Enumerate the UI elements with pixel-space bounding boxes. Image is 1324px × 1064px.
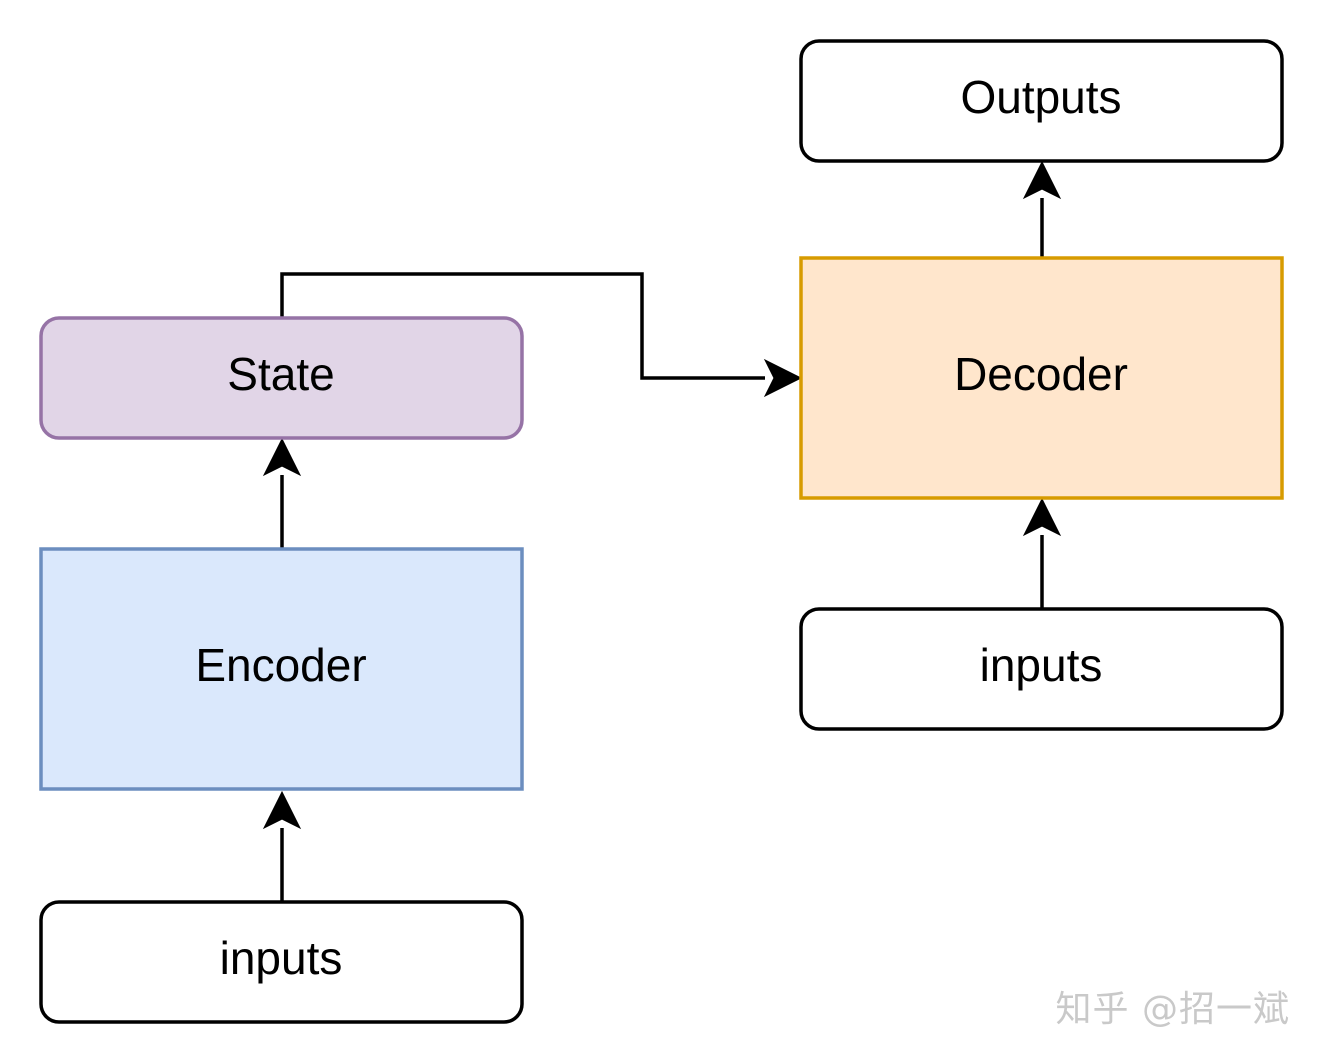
node-decoder-box: [799, 256, 1284, 500]
node-outputs-box: [799, 39, 1284, 163]
node-encoder-box: [39, 547, 524, 791]
node-encoder-inputs-label: inputs: [220, 932, 343, 984]
node-state-box: [39, 316, 524, 440]
node-encoder-inputs-box: [39, 900, 524, 1024]
node-decoder-inputs-box: [799, 607, 1284, 731]
edge-state-to-decoder: [280, 272, 765, 380]
node-decoder-inputs-label: inputs: [980, 639, 1103, 691]
node-decoder-inputs: inputs: [799, 607, 1284, 731]
node-outputs: Outputs: [799, 39, 1284, 163]
edge-state-to-decoder-arrowhead: [763, 358, 803, 398]
node-state: State: [39, 316, 524, 440]
edge-decoder-to-outputs-arrowhead: [1022, 160, 1062, 200]
node-encoder-inputs: inputs: [39, 900, 524, 1024]
node-decoder: Decoder: [799, 256, 1284, 500]
node-state-label: State: [227, 348, 334, 400]
edges: [262, 160, 1062, 901]
node-encoder-label: Encoder: [195, 639, 366, 691]
node-encoder: Encoder: [39, 547, 524, 791]
edge-encoder-inputs-to-encoder-arrowhead: [262, 790, 302, 830]
node-decoder-label: Decoder: [954, 348, 1128, 400]
edge-decoder-inputs-to-decoder-arrowhead: [1022, 497, 1062, 537]
watermark: 知乎 @招一斌: [1055, 989, 1290, 1030]
edge-encoder-to-state-arrowhead: [262, 437, 302, 477]
node-outputs-label: Outputs: [960, 71, 1121, 123]
